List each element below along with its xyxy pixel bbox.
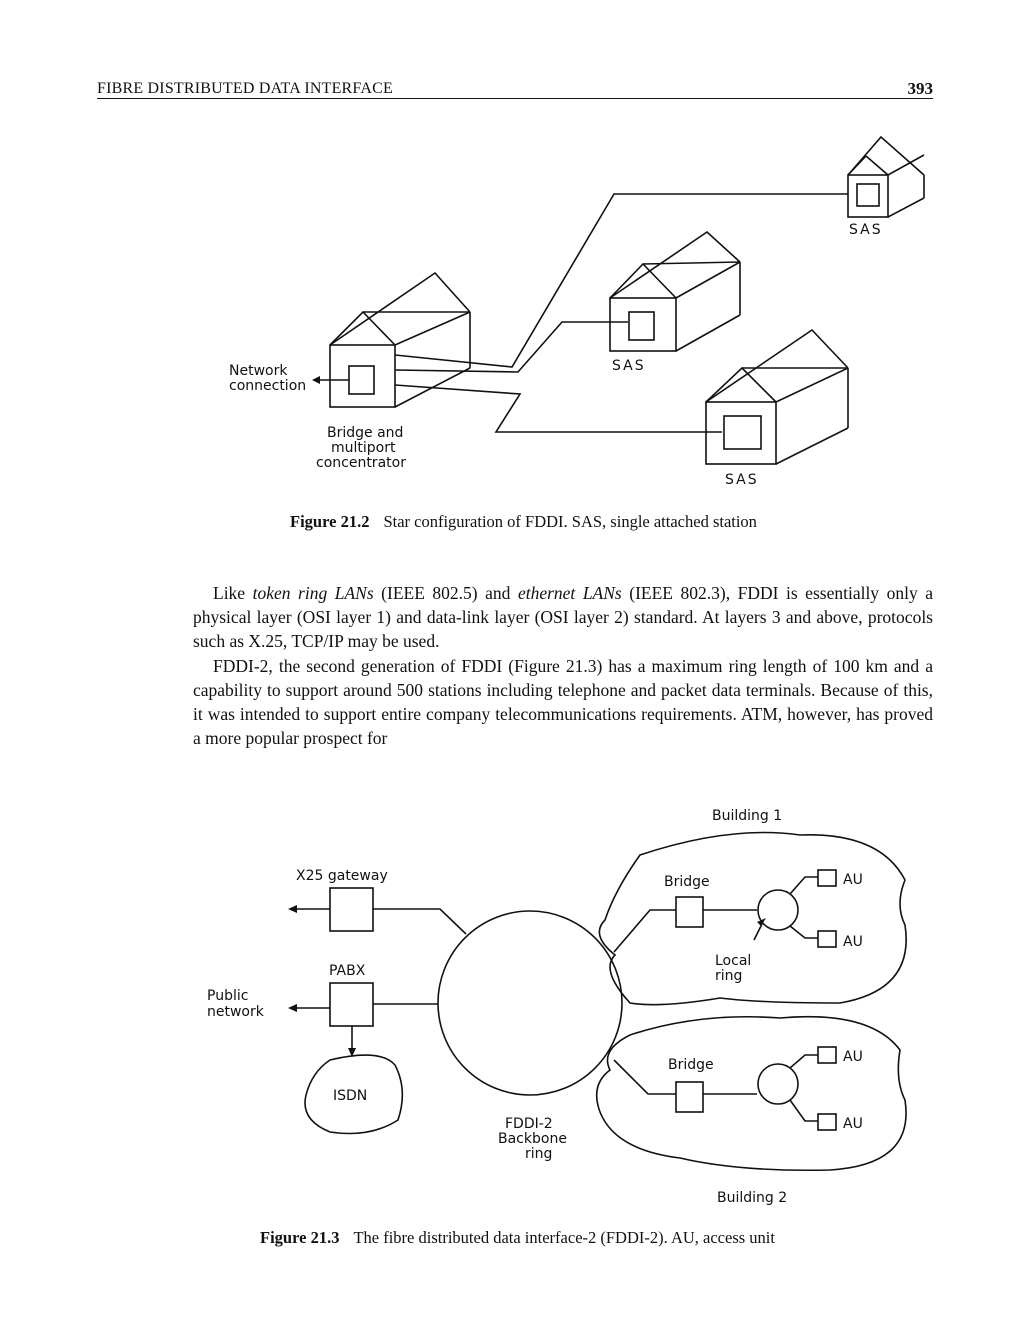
au-box-1 — [817, 869, 837, 887]
isdn-label: ISDN — [333, 1088, 367, 1104]
sas-box-middle — [628, 311, 655, 341]
au-box-4 — [817, 1113, 837, 1131]
bridge-label-1: Bridge — [664, 874, 710, 890]
au-box-2 — [817, 930, 837, 948]
sas-box-bottom — [723, 415, 762, 450]
link-middle-sas — [394, 321, 628, 373]
building-1-outline — [598, 831, 907, 1006]
bridge-label-2: Bridge — [668, 1057, 714, 1073]
backbone-ring — [437, 910, 623, 1096]
bridge-box-1 — [675, 896, 704, 928]
backbone-ring-label: FDDI-2 Backbone ring — [498, 1116, 571, 1162]
bridge-box-2 — [675, 1081, 704, 1113]
sas-box-top — [856, 183, 880, 207]
au-label-2: AU — [843, 934, 863, 950]
network-connection-label: Network connection — [229, 363, 306, 394]
figure-21-3: Building 1 Building 2 X25 gateway PABX P… — [207, 808, 907, 1206]
paragraph-1-segment: ethernet LANs — [517, 583, 622, 603]
arrow-left-icon — [288, 1004, 297, 1012]
au-label-4: AU — [843, 1116, 863, 1132]
local-ring-1 — [757, 889, 799, 931]
isdn-cloud — [304, 1054, 404, 1135]
paragraph-2: FDDI-2, the second generation of FDDI (F… — [193, 655, 933, 749]
public-network-label: Public network — [207, 988, 265, 1020]
x25-gateway-label: X25 gateway — [296, 868, 388, 884]
au-box-3 — [817, 1046, 837, 1064]
au-label-3: AU — [843, 1049, 863, 1065]
body-text: Like token ring LANs (IEEE 802.5) and et… — [193, 581, 933, 750]
sas-label-top: SAS — [849, 222, 883, 238]
link-bottom-sas — [394, 384, 722, 433]
arrow-icon — [757, 918, 766, 926]
paragraph-1-segment: Like — [213, 583, 253, 603]
sas-label-bottom: SAS — [725, 472, 759, 488]
local-ring-2 — [757, 1063, 799, 1105]
arrow-down-icon — [348, 1048, 356, 1057]
paragraph-1-segment: token ring LANs — [252, 583, 374, 603]
link-top-sas — [394, 193, 848, 368]
figure-21-2: SAS SAS SAS Network connection Bridge an… — [229, 135, 925, 488]
paragraph-1-segment: (IEEE 802.5) and — [373, 583, 518, 603]
x25-gateway-box — [329, 887, 374, 932]
paragraph-1-segment: (IEEE 802.3), FDDI is essentially only a… — [193, 583, 933, 652]
running-head: FIBRE DISTRIBUTED DATA INTERFACE — [97, 80, 393, 97]
pabx-box — [329, 982, 374, 1027]
building-1-label: Building 1 — [712, 808, 782, 824]
concentrator-box — [348, 365, 375, 395]
sas-building-top — [847, 135, 925, 218]
page-number: 393 — [907, 79, 934, 98]
sas-building-bottom — [705, 328, 849, 465]
building-2-label: Building 2 — [717, 1190, 787, 1206]
sas-label-middle: SAS — [612, 358, 646, 374]
sas-building-middle — [609, 230, 741, 352]
header-rule — [97, 98, 933, 99]
concentrator-label: Bridge and multiport concentrator — [316, 425, 408, 471]
arrow-left-icon — [312, 376, 320, 384]
concentrator-building — [312, 271, 471, 408]
local-ring-label: Local ring — [715, 953, 756, 984]
pabx-label: PABX — [329, 963, 366, 979]
building-2-outline — [595, 1015, 907, 1172]
paragraph-1: Like token ring LANs (IEEE 802.5) and et… — [193, 581, 933, 654]
arrow-left-icon — [288, 905, 297, 913]
au-label-1: AU — [843, 872, 863, 888]
